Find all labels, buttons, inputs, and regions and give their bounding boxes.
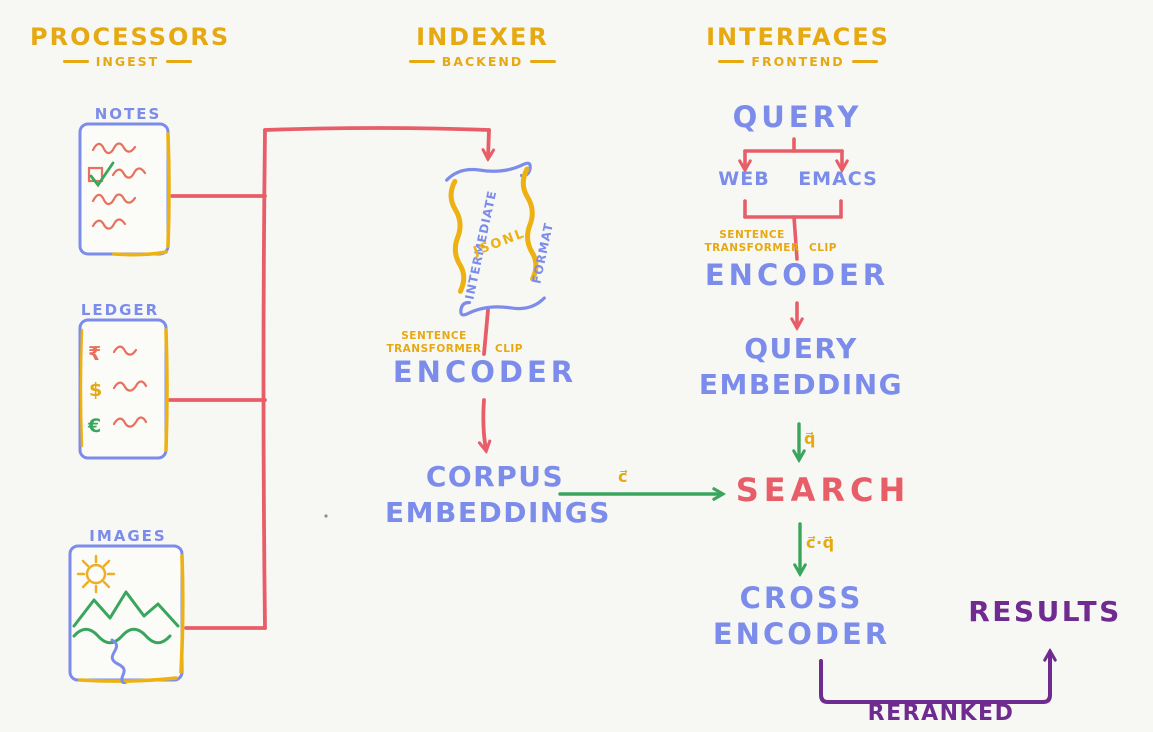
indexer-model-line1: SENTENCE <box>401 330 467 342</box>
ledger-document-icon: ₹ $ € <box>78 318 169 460</box>
subtitle-line-left <box>408 60 435 64</box>
cross-encoder-line2: ENCODER <box>712 617 891 651</box>
notes-scribbles <box>87 142 147 230</box>
rupee-symbol: ₹ <box>88 343 101 365</box>
processors-title: PROCESSORS <box>30 23 231 51</box>
corpus-embeddings-label: CORPUS EMBEDDINGS <box>385 459 611 531</box>
processors-header: PROCESSORS INGEST <box>30 23 231 69</box>
frontend-clip-label: CLIP <box>809 242 837 254</box>
encoder-to-corpus-arrow <box>483 398 486 450</box>
corpus-line1: CORPUS <box>425 460 565 493</box>
check-icon <box>89 161 115 188</box>
processors-subtitle-text: INGEST <box>95 53 160 69</box>
notes-doc-border <box>78 122 170 256</box>
mountains-icon <box>72 590 180 645</box>
sun-disc <box>85 563 107 585</box>
images-label: IMAGES <box>89 527 167 545</box>
jsonl-scroll-icon: INTERMEDIATE JSONL FORMAT <box>445 161 556 317</box>
trunk-to-indexer-line <box>263 126 491 132</box>
ledger-doc-gold-edge <box>164 328 169 452</box>
ledger-scribble-line <box>112 416 148 428</box>
stray-dot <box>324 514 328 518</box>
scroll-to-encoder-line <box>482 308 490 356</box>
interfaces-header: INTERFACES FRONTEND <box>698 23 898 69</box>
subtitle-line-left <box>62 60 89 64</box>
notes-doc-gold-edge <box>166 132 171 248</box>
search-label: SEARCH <box>735 471 911 509</box>
trunk-line <box>261 128 267 630</box>
ledger-label: LEDGER <box>80 301 160 319</box>
river-icon <box>110 638 128 684</box>
frontend-encoder-label: ENCODER <box>704 258 890 292</box>
frontend-model-line1: SENTENCE <box>719 229 785 241</box>
sun-icon <box>76 554 116 594</box>
dollar-symbol: $ <box>89 379 102 401</box>
query-vector-label: q⃗ <box>804 429 816 448</box>
images-document-icon <box>68 544 185 684</box>
notes-document-icon <box>78 122 171 257</box>
indexer-subtitle: BACKEND <box>400 53 565 69</box>
subtitle-line-right <box>530 60 557 64</box>
purple-connectors <box>819 652 1050 704</box>
interfaces-title: INTERFACES <box>706 23 890 51</box>
arrow-into-scroll <box>488 128 489 158</box>
sun-rays <box>76 554 116 594</box>
subtitle-line-left <box>718 60 745 64</box>
euro-symbol: € <box>87 415 101 437</box>
scroll-left-edge <box>448 178 467 294</box>
query-embedding-label: QUERY EMBEDDING <box>690 331 912 403</box>
ledger-scribble-line <box>112 380 148 392</box>
indexer-model-label: SENTENCE TRANSFORMER <box>382 330 486 356</box>
dot-product-label: c⃗·q⃗ <box>806 533 835 552</box>
images-doc-gold-bottom <box>78 676 178 683</box>
processors-subtitle: INGEST <box>30 53 225 69</box>
cross-encoder-line1: CROSS <box>739 581 864 615</box>
ingest-connectors <box>168 126 491 630</box>
reranked-elbow-arrow <box>819 652 1050 704</box>
images-doc-gold-edge <box>179 554 185 674</box>
indexer-encoder-label: ENCODER <box>392 355 578 389</box>
query-embedding-line1: QUERY <box>744 332 858 365</box>
mountain-peaks <box>72 590 180 628</box>
interfaces-subtitle: FRONTEND <box>698 53 898 69</box>
subtitle-line-right <box>851 60 878 64</box>
ledger-doc-gold-left <box>79 328 84 448</box>
indexer-title: INDEXER <box>416 23 549 51</box>
indexer-clip-label: CLIP <box>495 343 523 355</box>
ledger-scribble-line <box>112 345 138 356</box>
cross-encoder-label: CROSS ENCODER <box>694 580 909 652</box>
note-scribble-line <box>111 167 147 179</box>
corpus-line2: EMBEDDINGS <box>385 496 611 529</box>
reranked-label: RERANKED <box>867 701 1015 726</box>
subtitle-line-right <box>166 60 193 64</box>
scroll-right-edge <box>520 166 539 282</box>
indexer-model-line2: TRANSFORMER <box>386 343 482 355</box>
web-client-label: WEB <box>718 168 770 190</box>
frontend-model-line2: TRANSFORMER <box>704 242 800 254</box>
note-scribble-line <box>91 142 137 155</box>
frontend-red-connectors <box>745 137 842 327</box>
frontend-model-label: SENTENCE TRANSFORMER <box>700 229 804 255</box>
interfaces-subtitle-text: FRONTEND <box>751 53 845 69</box>
query-embedding-line2: EMBEDDING <box>698 368 904 401</box>
notes-label: NOTES <box>94 105 162 123</box>
ledger-scribbles <box>112 345 148 428</box>
note-scribble-line <box>91 193 137 206</box>
note-scribble-line <box>91 218 127 230</box>
scroll-bottom-curl <box>459 296 546 317</box>
corpus-vector-label: c⃗ <box>618 467 628 486</box>
indexer-subtitle-text: BACKEND <box>441 53 524 69</box>
emacs-client-label: EMACS <box>798 168 878 190</box>
query-label: QUERY <box>732 100 863 134</box>
scroll-top-curl <box>445 161 532 182</box>
green-connectors <box>558 422 800 573</box>
results-label: RESULTS <box>968 595 1122 628</box>
notes-doc-gold-bottom <box>112 250 168 257</box>
merge-to-encoder-line <box>792 215 799 261</box>
mountain-hills <box>72 627 172 645</box>
indexer-header: INDEXER BACKEND <box>400 23 565 69</box>
